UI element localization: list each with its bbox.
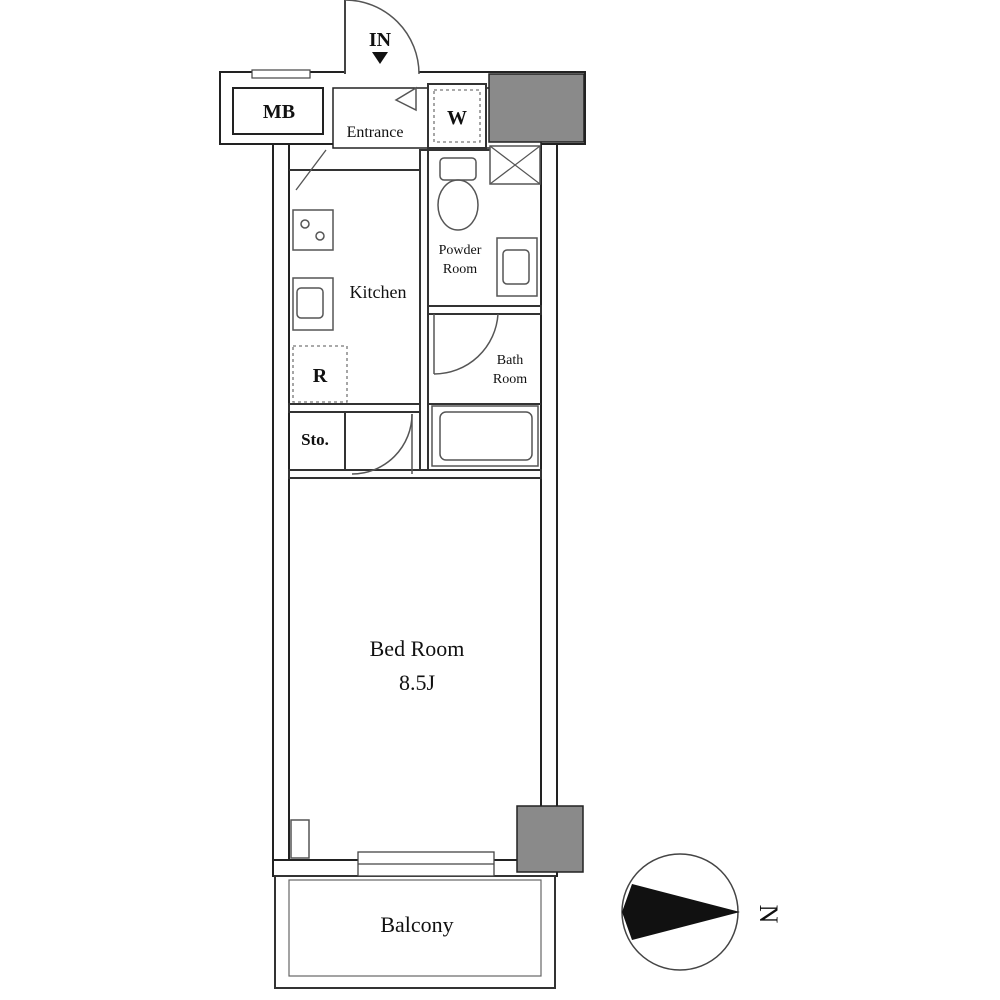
washer-label: W	[447, 107, 467, 129]
north-arrow-icon	[622, 912, 740, 940]
toilet-icon	[437, 157, 479, 231]
pipe-shaft	[488, 73, 585, 143]
entrance-label: Entrance	[347, 124, 404, 141]
storage-label: Sto.	[301, 430, 329, 449]
small-cabinet	[290, 819, 310, 859]
entry-label: IN	[369, 29, 392, 51]
bath-room-label-2: Room	[493, 372, 527, 387]
meter-box-label: MB	[263, 101, 295, 123]
powder-room-label-1: Powder	[439, 243, 482, 258]
washbasin-icon	[496, 237, 538, 297]
right-wall	[540, 143, 558, 877]
entry-arrow-icon	[372, 52, 388, 64]
kitchen-label: Kitchen	[350, 282, 407, 302]
refrigerator-label: R	[313, 365, 328, 387]
bedroom-label: Bed Room	[370, 636, 465, 661]
north-label: N	[754, 905, 783, 924]
washer-space	[433, 89, 481, 143]
balcony-label: Balcony	[380, 912, 453, 937]
left-wall	[272, 143, 290, 877]
meter-box	[232, 87, 324, 135]
stove-icon	[292, 209, 334, 251]
kitchen-sink-icon	[296, 287, 324, 319]
interior-partitions	[274, 83, 556, 989]
fixtures	[290, 86, 539, 877]
structural-column	[516, 805, 584, 873]
powder-room-label-2: Room	[443, 262, 477, 277]
mb-window	[251, 69, 311, 79]
refrigerator-space	[292, 345, 348, 403]
bathtub-icon	[431, 405, 539, 467]
room-labels: IN MB Entrance W Kitchen Powder Room R B…	[263, 29, 527, 937]
compass: N	[621, 853, 783, 971]
entry-door	[344, 0, 420, 76]
bedroom-size-label: 8.5J	[399, 670, 436, 695]
bath-room-label-1: Bath	[497, 353, 523, 368]
